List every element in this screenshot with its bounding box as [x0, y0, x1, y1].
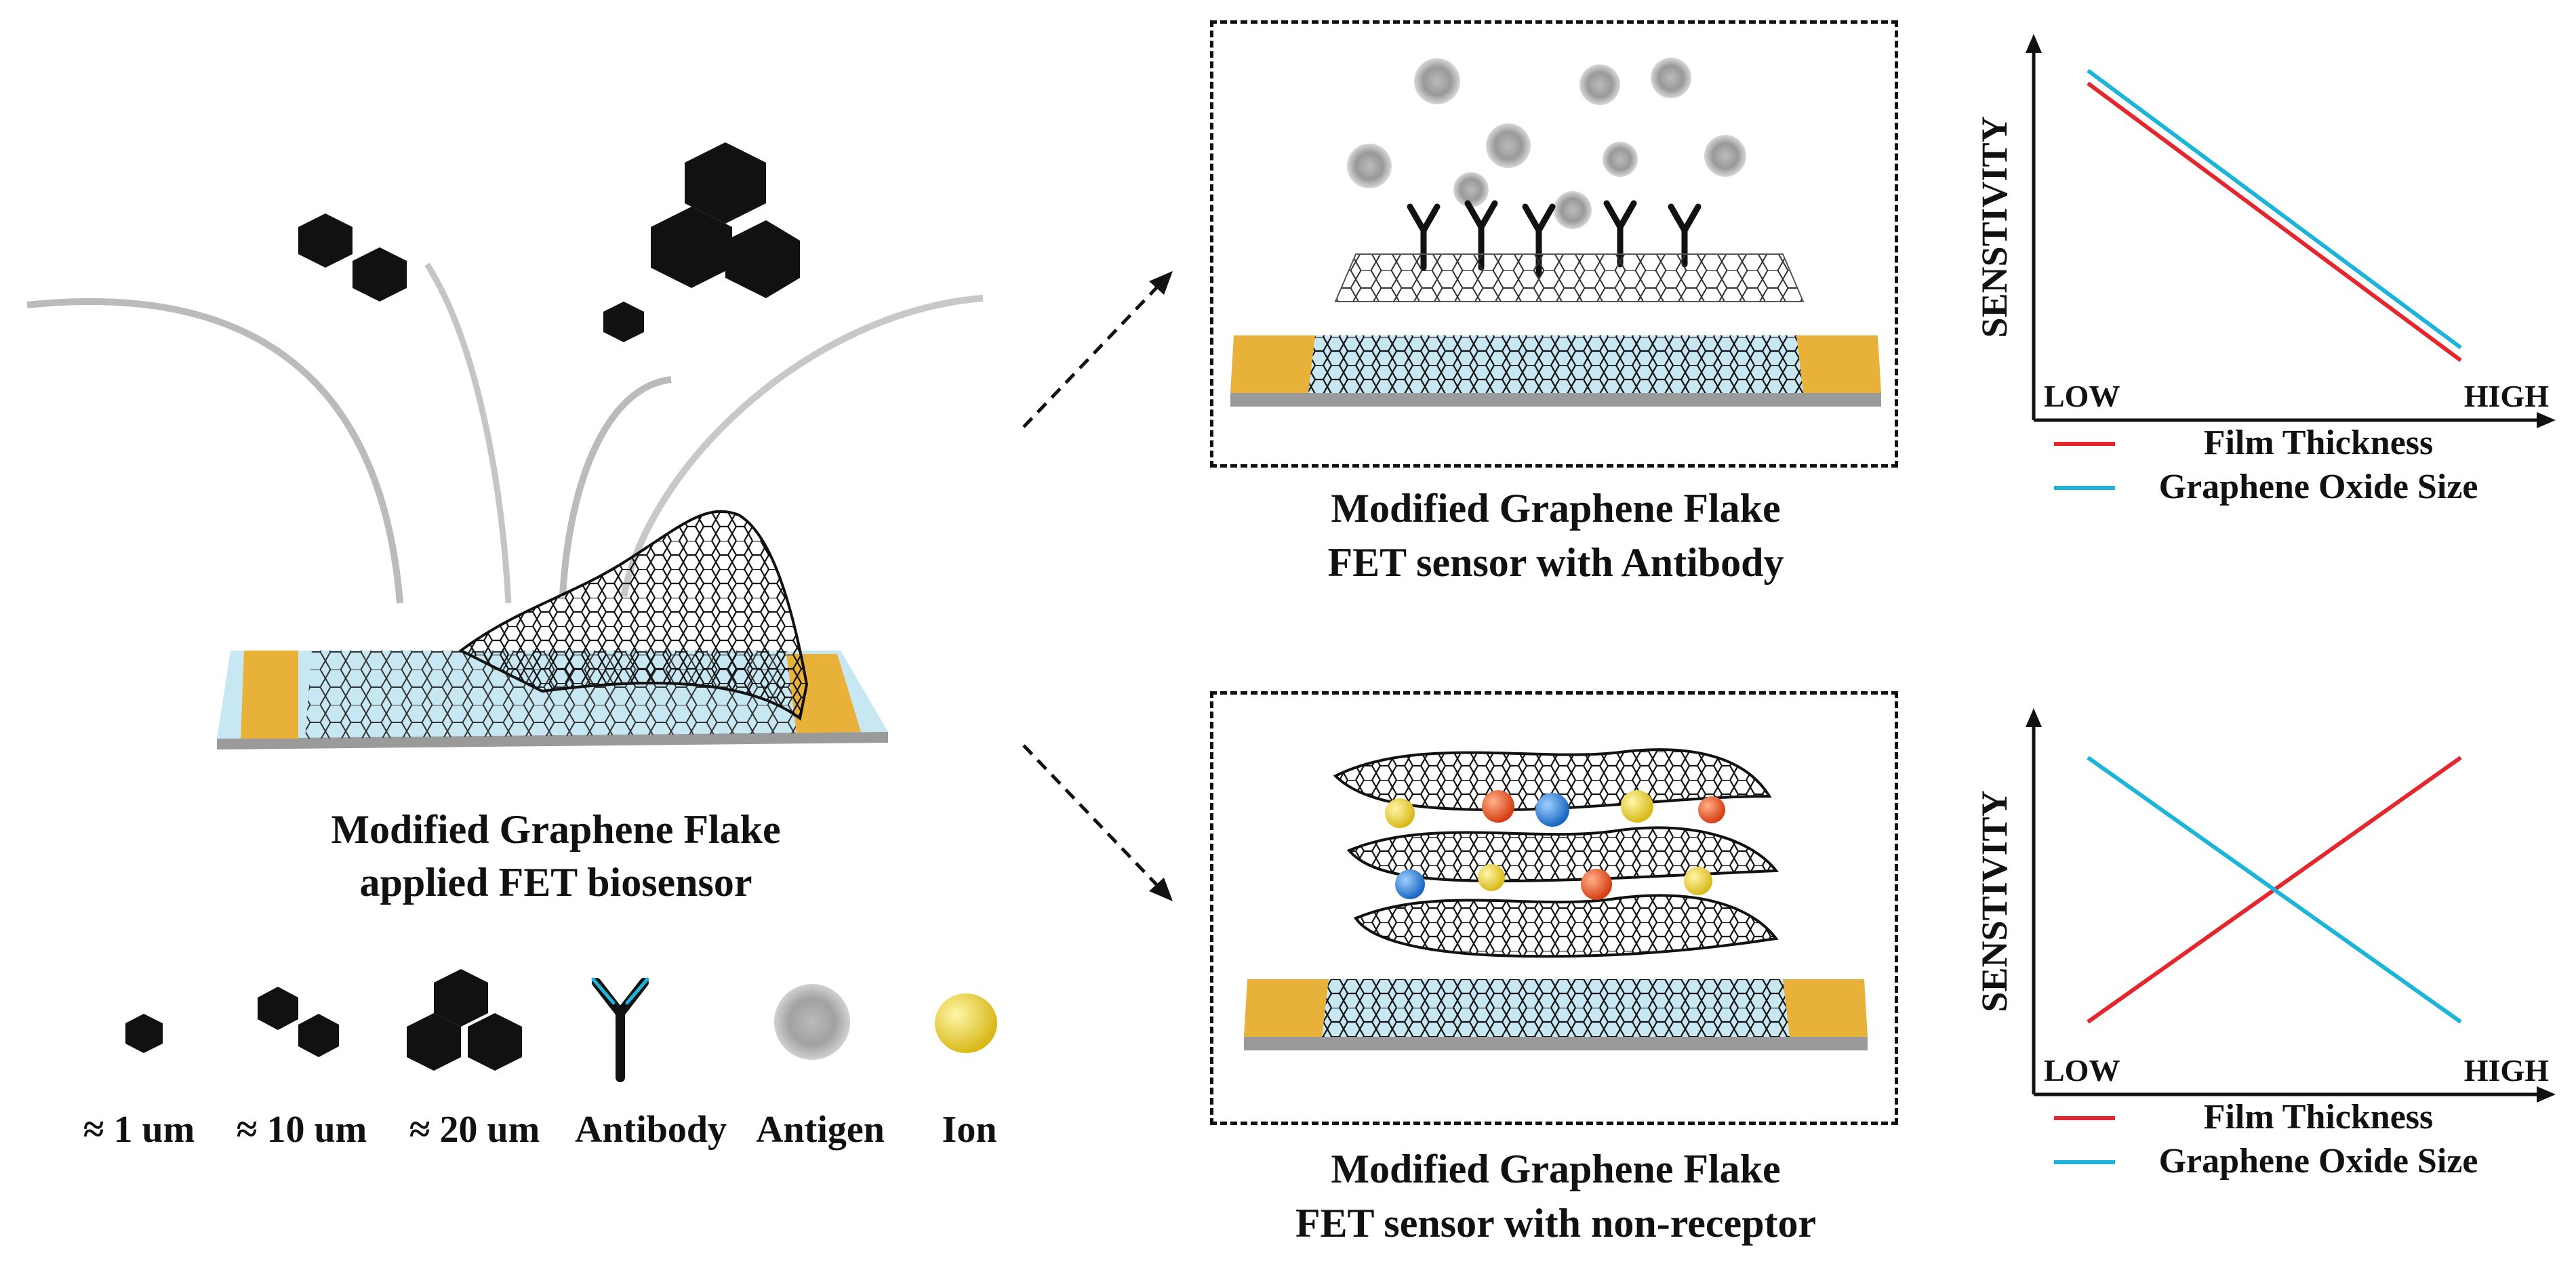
legend-label-antibody: Antibody	[574, 1109, 727, 1151]
x-axis-arrow	[2537, 412, 2556, 428]
legend-icons	[125, 969, 997, 1082]
flake-1um-icon	[603, 302, 644, 342]
top-caption-line1: Modified Graphene Flake	[1331, 486, 1781, 531]
top-sensor-box	[1210, 20, 1898, 468]
top-caption: Modified Graphene Flake FET sensor with …	[1220, 481, 1891, 590]
graphene-layer-middle	[1346, 826, 1779, 883]
top-caption-line2: FET sensor with Antibody	[1327, 540, 1784, 585]
series-line-graphene-oxide-size	[2087, 756, 2462, 1024]
series-line-film-thickness	[2087, 81, 2462, 363]
legend-ion-icon	[935, 993, 997, 1053]
graphene-layer	[1308, 335, 1803, 393]
legend-label-10um: ≈ 10 um	[236, 1109, 367, 1151]
legend-entry: Graphene Oxide Size	[2159, 1142, 2478, 1180]
legend-entry: Film Thickness	[2204, 424, 2434, 462]
bottom-sensor-illustration	[1244, 748, 1868, 1050]
legend-label-antigen: Antigen	[756, 1109, 885, 1151]
bottom-caption: Modified Graphene Flake FET sensor with …	[1220, 1142, 1891, 1250]
left-caption-line1: Modified Graphene Flake	[331, 807, 781, 852]
legend-label-20um: ≈ 20 um	[409, 1109, 540, 1151]
electrode-right	[1783, 979, 1868, 1037]
flake-20um-icon	[651, 142, 800, 298]
y-axis-label: SENSTIVITY	[1974, 116, 2015, 337]
electrode-left	[1244, 979, 1329, 1037]
arrow-to-bottom-panel	[1022, 744, 1167, 896]
legend-antigen-icon	[774, 984, 850, 1060]
flake-10um-icon	[298, 213, 407, 302]
y-axis-arrow	[2026, 34, 2042, 53]
folded-graphene-sheet	[458, 510, 809, 721]
sensitivity-chart-bottom: SENSTIVITY LOW HIGH Film ThicknessGraphene …	[1974, 708, 2556, 1180]
x-axis-arrow	[2537, 1086, 2556, 1103]
graphene-sheet	[1334, 253, 1805, 302]
fiber-curve	[559, 376, 672, 597]
electrode-right	[1796, 335, 1881, 393]
series-line-graphene-oxide-size	[2087, 68, 2462, 350]
x-tick-low: LOW	[2044, 1053, 2120, 1088]
antigen-particles	[1347, 58, 1746, 229]
flow-arrows	[1022, 271, 1173, 901]
legend-label-1um: ≈ 1 um	[83, 1109, 195, 1151]
legend-1um-icon	[125, 1014, 163, 1053]
bottom-caption-line2: FET sensor with non-receptor	[1295, 1201, 1817, 1246]
graphene-layer-top	[1333, 748, 1772, 812]
y-axis-arrow	[2026, 708, 2042, 727]
left-caption: Modified Graphene Flake applied FET bios…	[203, 803, 908, 909]
top-sensor-illustration	[1230, 58, 1881, 407]
bottom-caption-line1: Modified Graphene Flake	[1331, 1147, 1781, 1191]
legend-entry: Film Thickness	[2204, 1098, 2434, 1136]
arrow-to-top-panel	[1022, 276, 1167, 428]
legend-10um-icon	[258, 987, 339, 1057]
left-caption-line2: applied FET biosensor	[359, 860, 752, 905]
x-tick-high: HIGH	[2464, 1053, 2549, 1088]
graphene-layer-bottom	[1353, 894, 1779, 958]
fiber-curve	[424, 262, 512, 604]
bottom-sensor-box	[1210, 691, 1898, 1125]
y-axis-label: SENSTIVITY	[1974, 790, 2015, 1012]
legend-entry: Graphene Oxide Size	[2159, 468, 2478, 506]
x-tick-low: LOW	[2044, 379, 2120, 413]
fiber-curve	[26, 298, 403, 604]
electrode-left	[241, 651, 298, 739]
legend-antibody-icon	[591, 977, 649, 1082]
fiber-curve	[620, 295, 984, 597]
sensitivity-chart-top: SENSTIVITY LOW HIGH Film ThicknessGraphene …	[1974, 34, 2556, 506]
legend-label-ion: Ion	[942, 1109, 997, 1151]
left-biosensor-illustration	[26, 142, 984, 749]
legend-20um-icon	[407, 969, 522, 1071]
electrode-left	[1230, 335, 1315, 393]
x-tick-high: HIGH	[2464, 379, 2549, 413]
ions	[1385, 790, 1725, 900]
graphene-layer	[1322, 979, 1790, 1037]
